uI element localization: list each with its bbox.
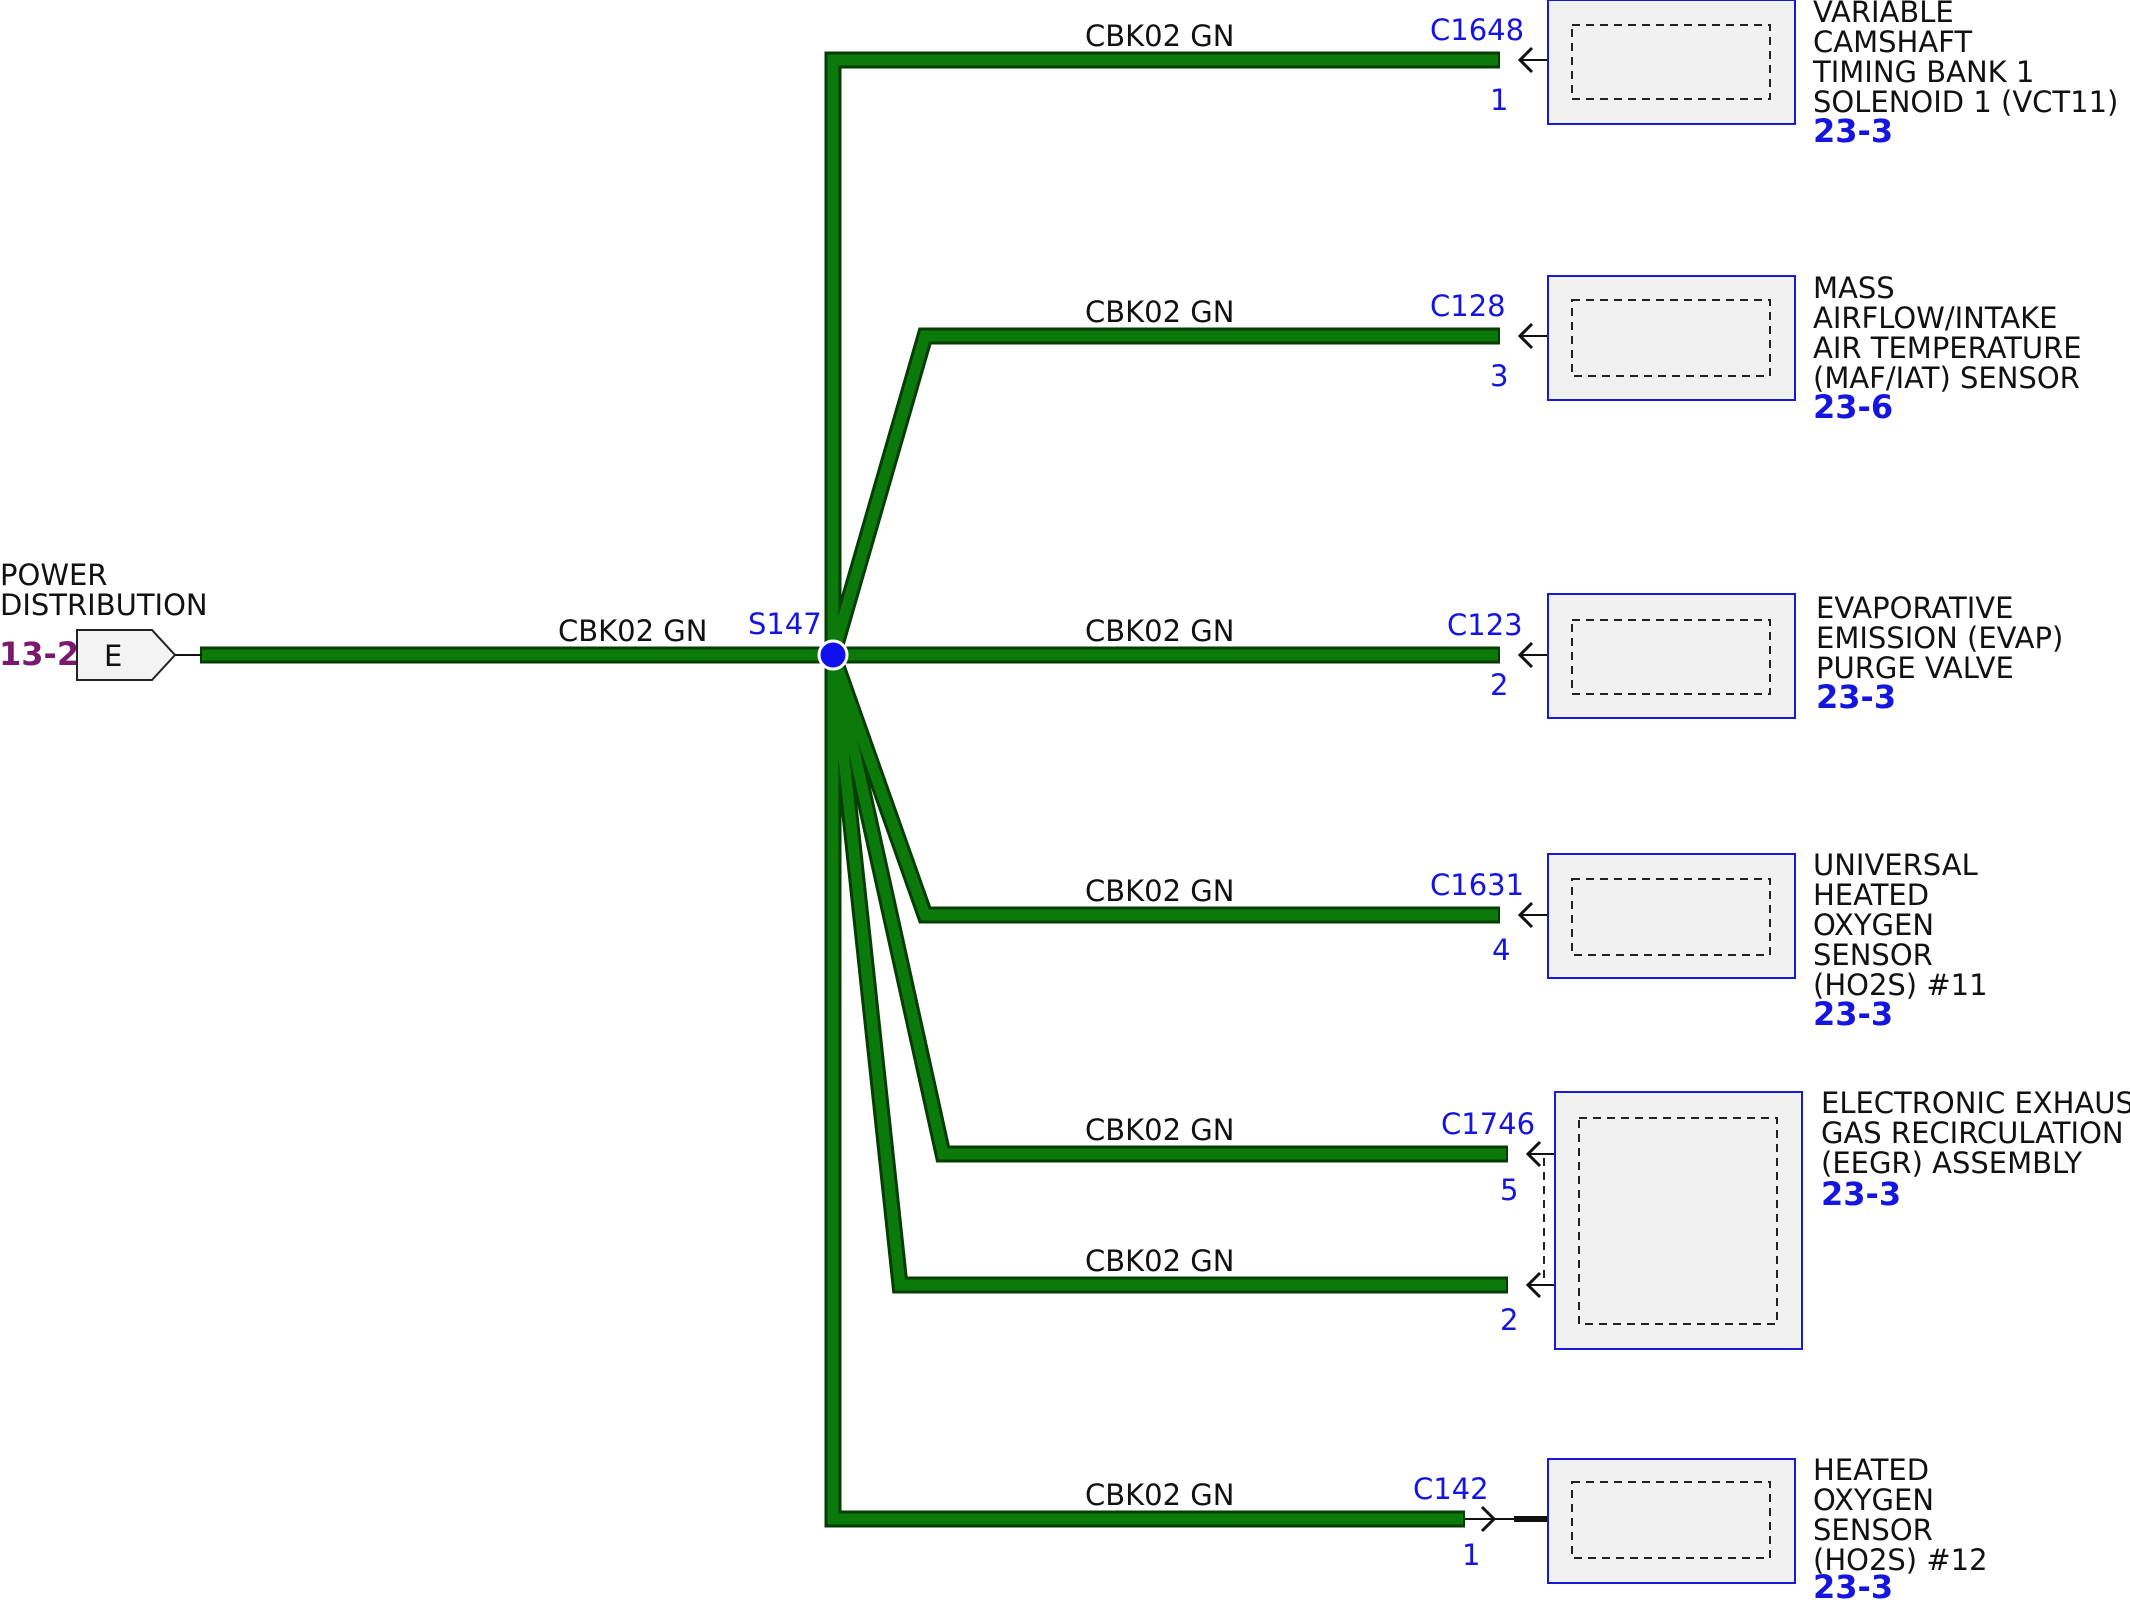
branch-c123: CBK02 GN C123 2 EVAPORATIVE EMISSION (EV… xyxy=(1085,591,2063,719)
source-ref-link[interactable]: 13-2 xyxy=(0,635,79,673)
component-name-line-5: (HO2S) #11 xyxy=(1813,968,1988,1002)
branch-c1648: CBK02 GN C1648 1 VARIABLE CAMSHAFT TIMIN… xyxy=(1085,0,2118,150)
pin-number: 1 xyxy=(1490,83,1508,117)
component-name-line-2: HEATED xyxy=(1813,878,1929,912)
component-name-line-1: MASS xyxy=(1813,271,1895,305)
connector-id: C123 xyxy=(1447,608,1523,642)
connector-id: C1648 xyxy=(1430,13,1524,47)
component-ref-link[interactable]: 23-3 xyxy=(1816,678,1896,716)
component-box[interactable] xyxy=(1547,853,1796,979)
component-box[interactable] xyxy=(1547,593,1796,719)
component-name-line-2: OXYGEN xyxy=(1813,1483,1934,1517)
wire-to-c1746-pin5 xyxy=(827,653,1506,1160)
component-name-line-3: SENSOR xyxy=(1813,1513,1933,1547)
component-ref-link[interactable]: 23-3 xyxy=(1813,112,1893,150)
wire-label: CBK02 GN xyxy=(1085,295,1234,329)
wire-to-c128 xyxy=(827,330,1498,657)
pin-number: 2 xyxy=(1500,1303,1518,1337)
wire-to-c1631 xyxy=(827,653,1498,921)
source-name-line-2: DISTRIBUTION xyxy=(0,588,208,622)
component-name-line-4: (MAF/IAT) SENSOR xyxy=(1813,361,2080,395)
wire-label: CBK02 GN xyxy=(1085,1113,1234,1147)
wire-bundle xyxy=(200,51,1508,1528)
pin-number: 5 xyxy=(1500,1173,1518,1207)
component-name-line-3: PURGE VALVE xyxy=(1816,651,2014,685)
wire-label: CBK02 GN xyxy=(1085,874,1234,908)
connector-id: C142 xyxy=(1413,1472,1489,1506)
wire-label: CBK02 GN xyxy=(1085,614,1234,648)
splice-id: S147 xyxy=(748,607,822,641)
component-name-line-1: EVAPORATIVE xyxy=(1816,591,2013,625)
component-name-line-1: UNIVERSAL xyxy=(1813,848,1978,882)
branch-c128: CBK02 GN C128 3 MASS AIRFLOW/INTAKE AIR … xyxy=(1085,271,2082,426)
splice-s147[interactable]: S147 xyxy=(748,607,849,671)
component-name-line-3: AIR TEMPERATURE xyxy=(1813,331,2082,365)
component-name-line-4: (HO2S) #12 xyxy=(1813,1543,1988,1577)
wire-label: CBK02 GN xyxy=(558,614,707,648)
component-name-line-4: SOLENOID 1 (VCT11) xyxy=(1813,85,2118,119)
wire-label: CBK02 GN xyxy=(1085,1478,1234,1512)
pin-number: 4 xyxy=(1492,933,1510,967)
connector-e-label: E xyxy=(104,639,122,673)
component-name-line-4: SENSOR xyxy=(1813,938,1933,972)
component-name-line-1: ELECTRONIC EXHAUST xyxy=(1821,1086,2130,1120)
connector-id: C1631 xyxy=(1430,868,1524,902)
branch-c142: CBK02 GN C142 1 HEATED OXYGEN SENSOR (HO… xyxy=(1085,1453,1988,1600)
component-name-line-2: GAS RECIRCULATION xyxy=(1821,1116,2124,1150)
wire-to-c1648 xyxy=(827,54,1498,655)
component-name-line-1: VARIABLE xyxy=(1813,0,1954,29)
component-name-line-3: (EEGR) ASSEMBLY xyxy=(1821,1146,2082,1180)
component-name-line-2: EMISSION (EVAP) xyxy=(1816,621,2063,655)
wire-label: CBK02 GN xyxy=(1085,1244,1234,1278)
component-name-line-2: CAMSHAFT xyxy=(1813,25,1972,59)
component-ref-link[interactable]: 23-3 xyxy=(1813,1568,1893,1600)
branch-c1631: CBK02 GN C1631 4 UNIVERSAL HEATED OXYGEN… xyxy=(1085,848,1988,1033)
connector-id: C128 xyxy=(1430,289,1506,323)
component-name-line-2: AIRFLOW/INTAKE xyxy=(1813,301,2058,335)
component-name-line-1: HEATED xyxy=(1813,1453,1929,1487)
wire-to-c142 xyxy=(827,655,1463,1525)
component-ref-link[interactable]: 23-6 xyxy=(1813,388,1893,426)
pin-number: 2 xyxy=(1490,668,1508,702)
wire-to-c1746-pin2 xyxy=(827,654,1506,1291)
power-distribution-source: POWER DISTRIBUTION 13-2 E CBK02 GN xyxy=(0,558,707,681)
component-box[interactable] xyxy=(1554,1091,1803,1350)
component-ref-link[interactable]: 23-3 xyxy=(1813,995,1893,1033)
source-name-line-1: POWER xyxy=(0,558,107,592)
pin-number: 3 xyxy=(1490,359,1508,393)
pin-number: 1 xyxy=(1462,1538,1480,1572)
component-ref-link[interactable]: 23-3 xyxy=(1821,1175,1901,1213)
component-name-line-3: OXYGEN xyxy=(1813,908,1934,942)
component-box[interactable] xyxy=(1547,1458,1796,1584)
connector-e-flag xyxy=(76,629,177,681)
component-box[interactable] xyxy=(1547,0,1796,125)
component-name-line-3: TIMING BANK 1 xyxy=(1812,55,2034,89)
branch-c1746: CBK02 GN CBK02 GN C1746 5 2 ELECTRONIC E… xyxy=(1085,1086,2130,1350)
component-box[interactable] xyxy=(1547,275,1796,401)
connector-id: C1746 xyxy=(1441,1107,1535,1141)
wire-label: CBK02 GN xyxy=(1085,19,1234,53)
